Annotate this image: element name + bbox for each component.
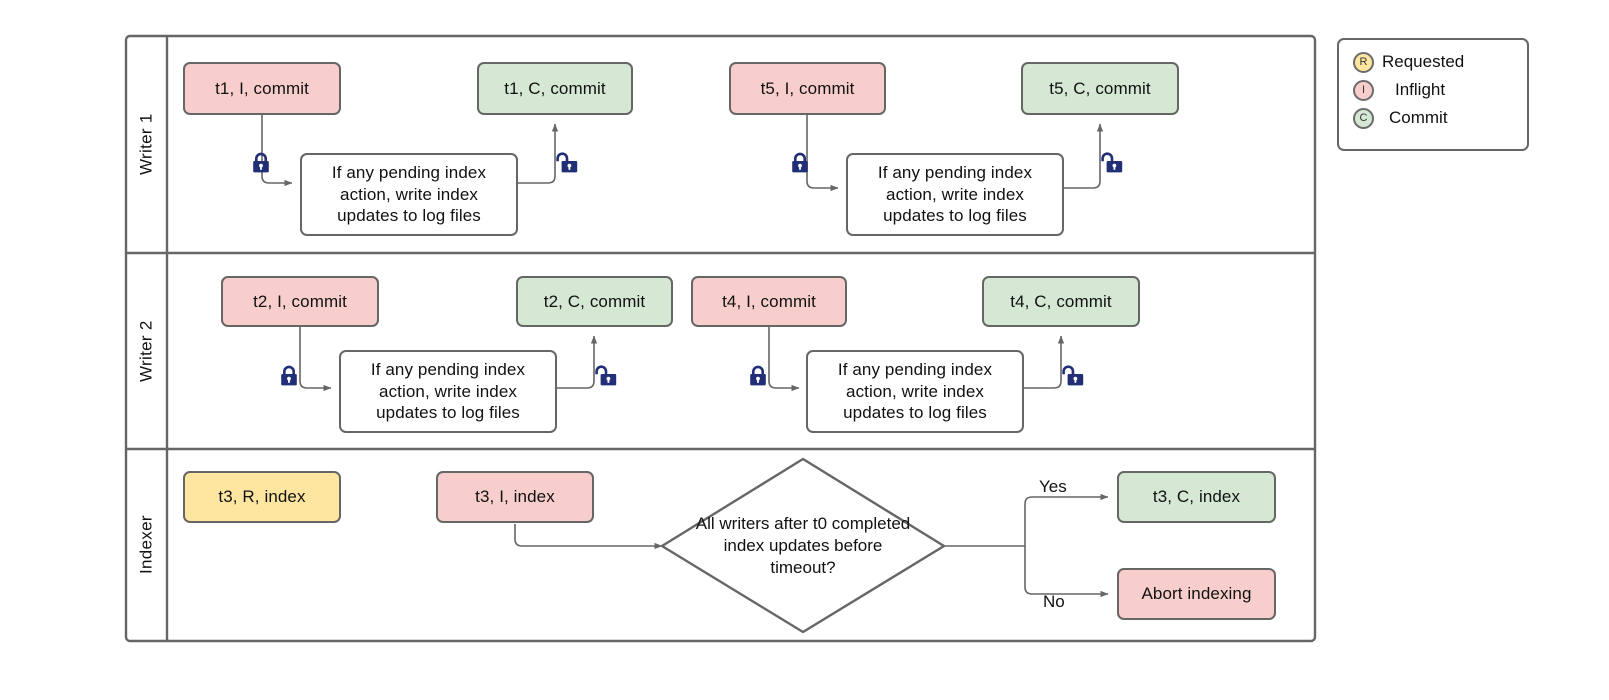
edge-ix-yes bbox=[1024, 493, 1109, 546]
lock-open-icon bbox=[556, 152, 578, 176]
connectors-writer1 bbox=[261, 115, 1104, 192]
lock-open-icon bbox=[1101, 152, 1123, 176]
node-w1-process-left[interactable]: If any pending index action, write index… bbox=[300, 153, 518, 236]
node-ix-t3-commit[interactable]: t3, C, index bbox=[1117, 471, 1276, 523]
node-w1-t1-commit[interactable]: t1, C, commit bbox=[477, 62, 633, 115]
node-label: t1, C, commit bbox=[504, 78, 606, 98]
edge-w1-proc-to-t5c bbox=[1063, 123, 1104, 189]
node-label: If any pending index action, write index… bbox=[877, 162, 1033, 226]
node-w2-t2-commit[interactable]: t2, C, commit bbox=[516, 276, 673, 327]
edge-w1-t5i-to-proc bbox=[806, 115, 839, 192]
node-label: t2, C, commit bbox=[543, 291, 646, 311]
edge-w2-t2i-to-proc bbox=[299, 327, 332, 392]
node-label: If any pending index action, write index… bbox=[331, 162, 487, 226]
node-w2-process-right[interactable]: If any pending index action, write index… bbox=[806, 350, 1024, 433]
swimlane-frame bbox=[124, 34, 1317, 643]
edge-ix-no bbox=[1024, 546, 1109, 598]
node-label: t1, I, commit bbox=[215, 78, 309, 98]
legend-item-commit: C Commit bbox=[1353, 105, 1513, 131]
node-w2-t4-commit[interactable]: t4, C, commit bbox=[982, 276, 1140, 327]
node-label: t2, I, commit bbox=[253, 291, 347, 311]
edge-w1-t1i-to-proc bbox=[261, 115, 293, 187]
node-ix-abort[interactable]: Abort indexing bbox=[1117, 568, 1276, 620]
lock-open-icon bbox=[595, 365, 617, 389]
legend-label-inflight: Inflight bbox=[1395, 80, 1446, 99]
node-w1-t5-commit[interactable]: t5, C, commit bbox=[1021, 62, 1179, 115]
node-label: Abort indexing bbox=[1141, 584, 1252, 604]
edge-ix-t3i-to-decision bbox=[514, 524, 663, 550]
connectors-indexer bbox=[514, 457, 1109, 634]
node-ix-t3-requested[interactable]: t3, R, index bbox=[183, 471, 341, 523]
node-label: t4, I, commit bbox=[722, 291, 816, 311]
legend-badge-letter: C bbox=[1359, 111, 1368, 124]
lane-label-indexer-text: Indexer bbox=[136, 515, 156, 575]
lane-label-writer1: Writer 1 bbox=[126, 36, 167, 253]
lock-closed-icon bbox=[278, 365, 300, 389]
edge-label-no: No bbox=[1043, 592, 1065, 612]
lock-open-icon bbox=[1062, 365, 1084, 389]
legend-item-inflight: I Inflight bbox=[1353, 77, 1513, 103]
edge-w2-proc-to-t2c bbox=[557, 335, 598, 389]
legend-badge-letter: I bbox=[1361, 83, 1366, 96]
node-label: t5, C, commit bbox=[1049, 78, 1151, 98]
decision-text: All writers after t0 completed index upd… bbox=[695, 513, 911, 578]
edge-label-yes: Yes bbox=[1039, 477, 1067, 497]
lane-label-writer2: Writer 2 bbox=[126, 253, 167, 449]
edge-w2-t4i-to-proc bbox=[768, 327, 800, 392]
lock-closed-icon bbox=[250, 152, 272, 176]
node-ix-decision-label: All writers after t0 completed index upd… bbox=[693, 504, 913, 588]
node-label: If any pending index action, write index… bbox=[370, 359, 526, 423]
connectors-writer2 bbox=[299, 327, 1065, 392]
legend-badge-commit-icon: C bbox=[1353, 107, 1374, 129]
legend-label-requested: Requested bbox=[1382, 52, 1465, 71]
legend-badge-inflight-icon: I bbox=[1353, 79, 1374, 101]
legend-badge-letter: R bbox=[1359, 55, 1368, 68]
node-label: If any pending index action, write index… bbox=[837, 359, 993, 423]
node-label: t4, C, commit bbox=[1010, 291, 1112, 311]
decision-diamond bbox=[660, 457, 946, 634]
legend-badge-requested-icon: R bbox=[1353, 51, 1374, 73]
legend-item-requested: R Requested bbox=[1353, 49, 1513, 75]
edge-w1-proc-to-t1c bbox=[518, 123, 559, 184]
node-label: t5, I, commit bbox=[760, 78, 855, 98]
lane-label-indexer: Indexer bbox=[126, 449, 167, 641]
lane-label-writer2-text: Writer 2 bbox=[136, 320, 156, 382]
node-label: t3, C, index bbox=[1152, 487, 1241, 507]
node-w1-process-right[interactable]: If any pending index action, write index… bbox=[846, 153, 1064, 236]
node-label: t3, R, index bbox=[218, 487, 306, 507]
node-w2-t2-inflight[interactable]: t2, I, commit bbox=[221, 276, 379, 327]
edge-label-no-text: No bbox=[1043, 592, 1065, 611]
node-w1-t5-inflight[interactable]: t5, I, commit bbox=[729, 62, 886, 115]
edge-w2-proc-to-t4c bbox=[1024, 335, 1065, 389]
node-w2-process-left[interactable]: If any pending index action, write index… bbox=[339, 350, 557, 433]
node-label: t3, I, index bbox=[475, 487, 555, 507]
edge-label-yes-text: Yes bbox=[1039, 477, 1067, 496]
node-w1-t1-inflight[interactable]: t1, I, commit bbox=[183, 62, 341, 115]
lock-closed-icon bbox=[747, 365, 769, 389]
node-ix-t3-inflight[interactable]: t3, I, index bbox=[436, 471, 594, 523]
lock-closed-icon bbox=[789, 152, 811, 176]
node-w2-t4-inflight[interactable]: t4, I, commit bbox=[691, 276, 847, 327]
legend-panel: R Requested I Inflight C Commit bbox=[1337, 38, 1529, 151]
lane-label-writer1-text: Writer 1 bbox=[136, 113, 156, 176]
legend-label-commit: Commit bbox=[1389, 108, 1448, 127]
